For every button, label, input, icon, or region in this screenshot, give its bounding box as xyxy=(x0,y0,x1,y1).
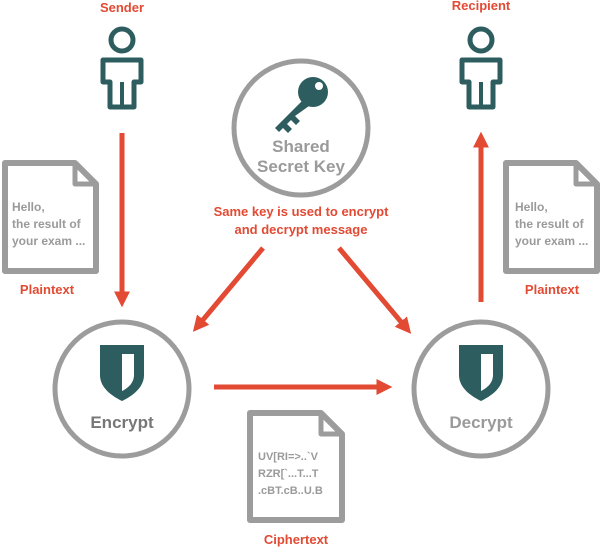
plaintext-left-line-1: Hello, xyxy=(12,200,45,214)
ciphertext-line-3: .cBT.cB..U.B xyxy=(258,485,323,497)
plaintext-right-label: Plaintext xyxy=(525,282,580,297)
ciphertext-line-2: RZR[`...T...T xyxy=(258,468,319,480)
note-line2: and decrypt message xyxy=(235,222,368,237)
plaintext-left-line-2: the result of xyxy=(12,217,82,231)
ciphertext-label: Ciphertext xyxy=(264,532,329,547)
shield-icon xyxy=(459,345,503,401)
plaintext-right-line-2: the result of xyxy=(515,217,585,231)
recipient-label: Recipient xyxy=(452,0,511,13)
plaintext-document-left: Hello, the result of your exam ... xyxy=(2,160,99,274)
encrypt-label: Encrypt xyxy=(90,413,154,432)
key-icon xyxy=(275,77,328,133)
ciphertext-document: UV[RI=>..`V RZR[`...T...T .cBT.cB..U.B xyxy=(247,410,345,523)
decrypt-node: Decrypt xyxy=(411,319,551,459)
plaintext-right-line-3: your exam ... xyxy=(515,234,588,248)
ciphertext-line-1: UV[RI=>..`V xyxy=(258,451,319,463)
shared-secret-key-node: Shared Secret Key xyxy=(231,58,371,198)
shared-key-line1: Shared xyxy=(272,137,330,156)
sender-person-icon xyxy=(100,26,144,110)
shield-icon xyxy=(100,345,144,401)
decrypt-label: Decrypt xyxy=(449,413,513,432)
plaintext-left-label: Plaintext xyxy=(20,282,75,297)
note-line1: Same key is used to encrypt xyxy=(214,204,390,219)
encrypt-node: Encrypt xyxy=(52,319,192,459)
plaintext-left-line-3: your exam ... xyxy=(12,234,85,248)
sender-label: Sender xyxy=(100,0,144,15)
arrow-key-to-decrypt xyxy=(337,246,412,334)
plaintext-document-right: Hello, the result of your exam ... xyxy=(503,160,600,274)
recipient-person-icon xyxy=(459,26,503,110)
shared-key-line2: Secret Key xyxy=(257,157,345,176)
arrow-key-to-encrypt xyxy=(192,246,265,332)
plaintext-right-line-1: Hello, xyxy=(515,200,548,214)
